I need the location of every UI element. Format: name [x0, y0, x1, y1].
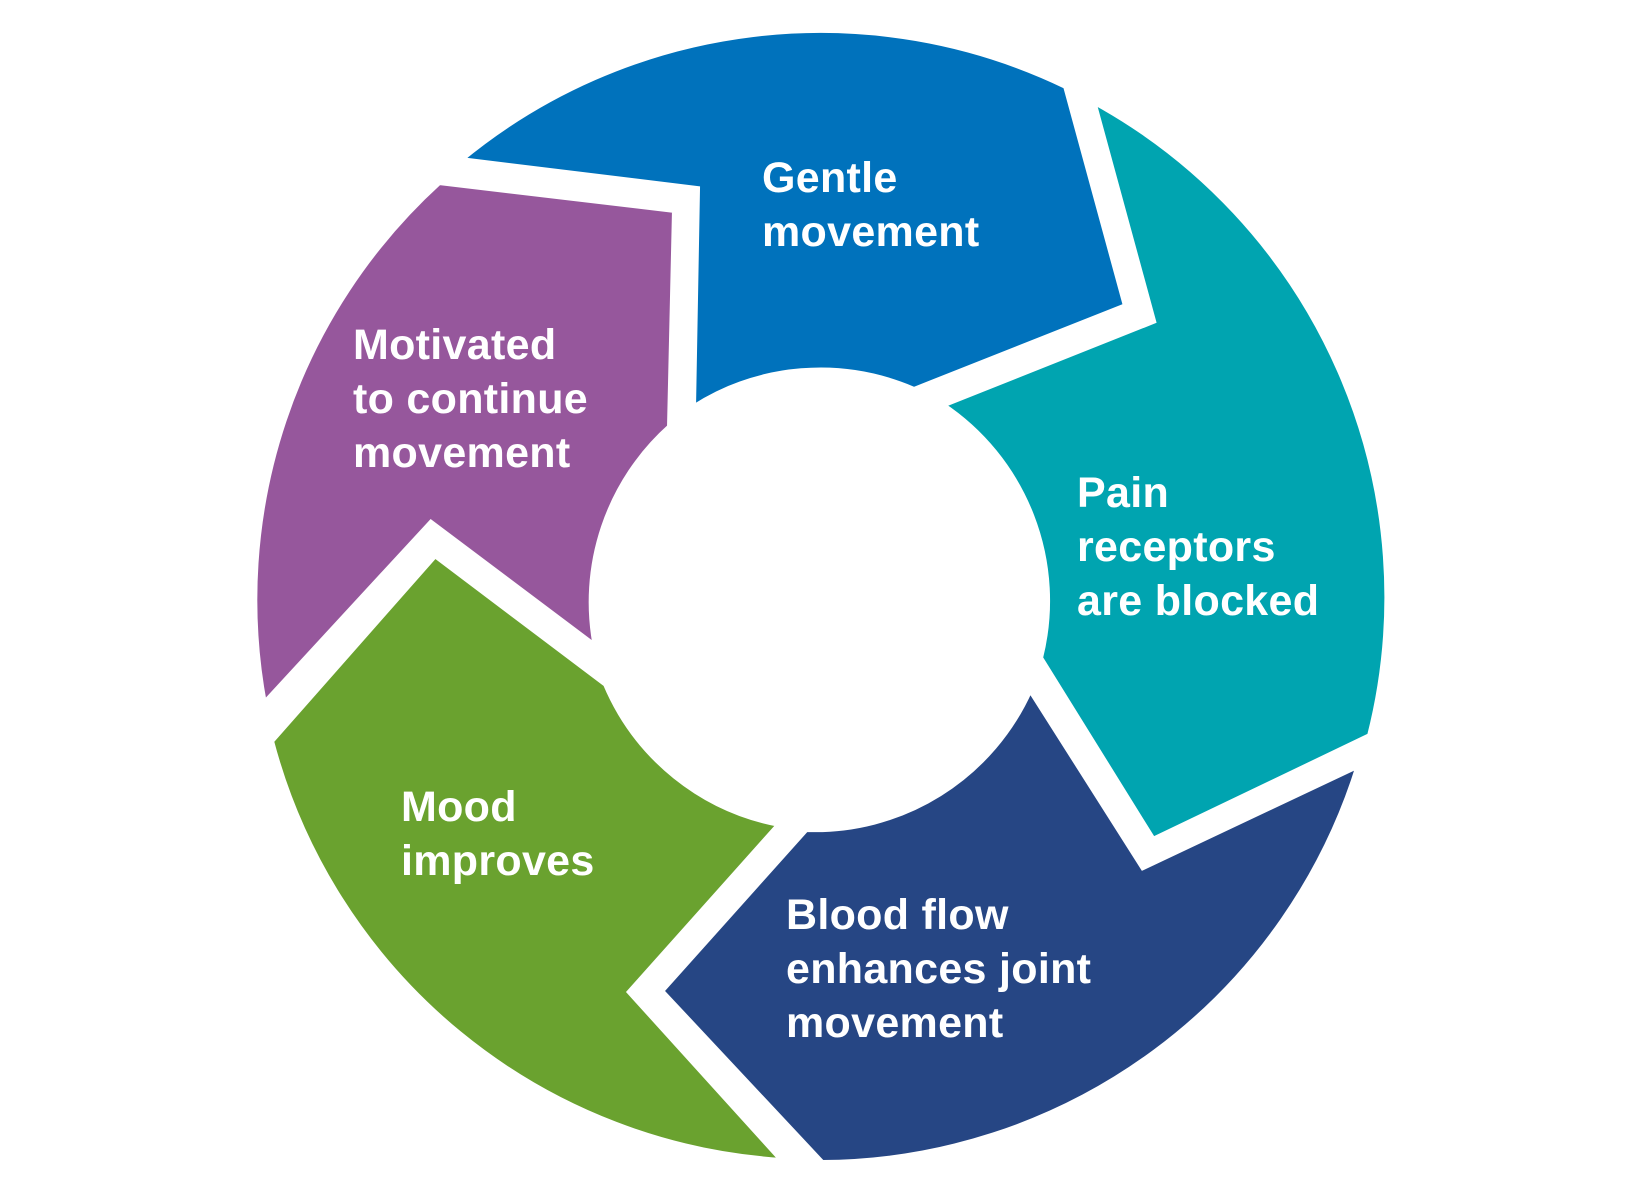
step-label-line: movement	[786, 999, 1004, 1047]
step-label-blood-flow: Blood flow enhances joint movement	[786, 888, 1091, 1050]
step-label-line: Motivated	[353, 321, 557, 369]
step-label-line: are blocked	[1077, 577, 1320, 625]
step-label-line: Blood flow	[786, 891, 1009, 939]
step-label-line: receptors	[1077, 523, 1276, 571]
segment-pain-receptors	[935, 94, 1391, 844]
step-label-mood-improves: Mood improves	[401, 780, 595, 888]
step-label-line: enhances joint	[786, 945, 1092, 993]
step-label-motivated: Motivated to continue movement	[353, 318, 588, 480]
step-label-line: movement	[762, 208, 980, 256]
step-label-line: improves	[401, 837, 595, 885]
step-label-gentle-movement: Gentle movement	[762, 151, 979, 259]
segment-motivated	[251, 178, 679, 711]
step-label-line: to continue	[353, 375, 588, 423]
step-label-line: Mood	[401, 783, 517, 831]
step-label-line: Gentle	[762, 154, 898, 202]
segment-blood-flow	[656, 682, 1364, 1167]
step-label-pain-receptors: Pain receptors are blocked	[1077, 466, 1319, 628]
segment-mood-improves	[267, 550, 791, 1165]
segment-gentle-movement	[452, 26, 1130, 414]
step-label-line: Pain	[1077, 469, 1170, 517]
step-label-line: movement	[353, 429, 571, 477]
